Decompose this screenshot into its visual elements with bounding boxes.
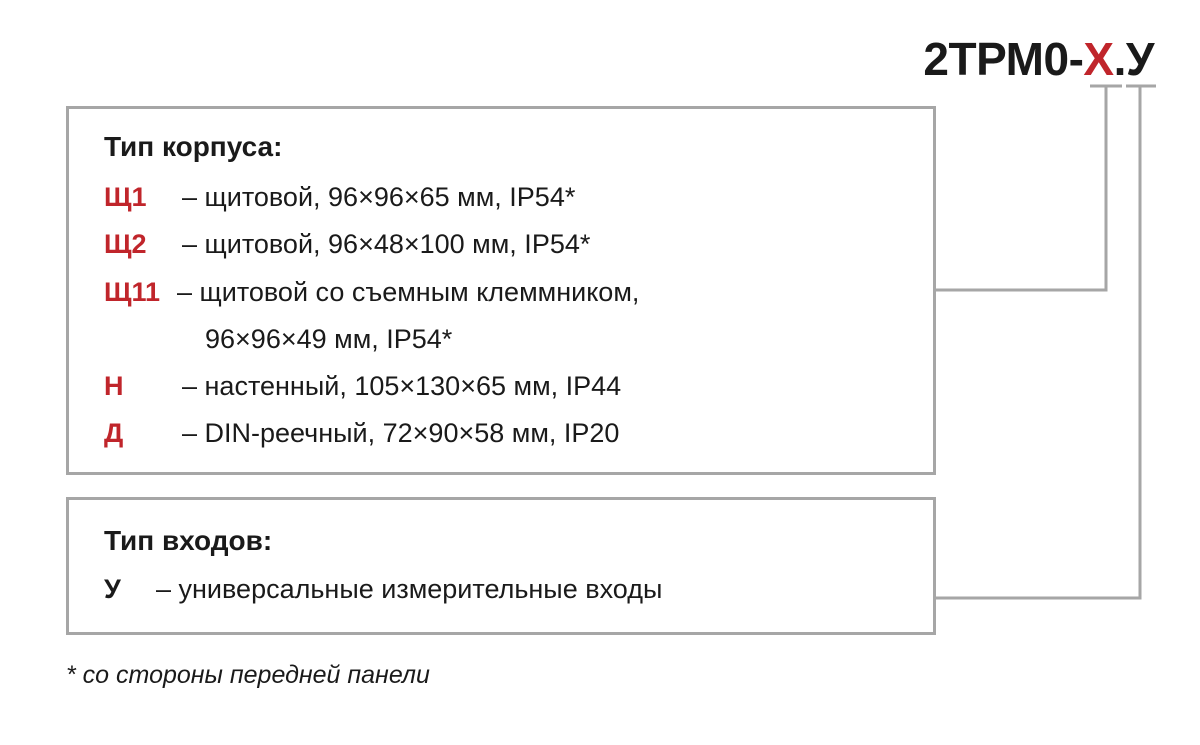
input-code: У: [104, 574, 121, 604]
inputs-connector: [936, 86, 1142, 600]
housing-desc: – щитовой, 96×96×65 мм, IP54*: [182, 182, 576, 212]
housing-connector: [936, 86, 1108, 292]
housing-code: Д: [104, 418, 124, 448]
input-type-box: Тип входов: У – универсальные измеритель…: [66, 497, 936, 635]
housing-desc: 96×96×49 мм, IP54*: [205, 324, 453, 354]
housing-desc: – DIN-реечный, 72×90×58 мм, IP20: [182, 418, 620, 448]
housing-desc: – щитовой со съемным клеммником,: [177, 277, 640, 307]
housing-code: Щ2: [104, 229, 147, 259]
input-desc: – универсальные измерительные входы: [156, 574, 663, 604]
housing-code: Щ11: [104, 277, 161, 307]
housing-code: Н: [104, 371, 124, 401]
model-prefix: 2ТРМ0-: [923, 33, 1084, 85]
housing-desc: – настенный, 105×130×65 мм, IP44: [182, 371, 622, 401]
housing-type-title: Тип корпуса:: [104, 131, 283, 162]
housing-type-box: Тип корпуса: Щ1 – щитовой, 96×96×65 мм, …: [66, 106, 936, 475]
model-designation: 2ТРМ0-Х.У: [923, 36, 1154, 82]
input-type-title: Тип входов:: [104, 525, 273, 556]
model-variable: Х: [1083, 33, 1114, 85]
housing-code: Щ1: [104, 182, 147, 212]
footnote: * со стороны передней панели: [66, 661, 430, 689]
model-suffix: .У: [1113, 33, 1155, 85]
housing-desc: – щитовой, 96×48×100 мм, IP54*: [182, 229, 591, 259]
